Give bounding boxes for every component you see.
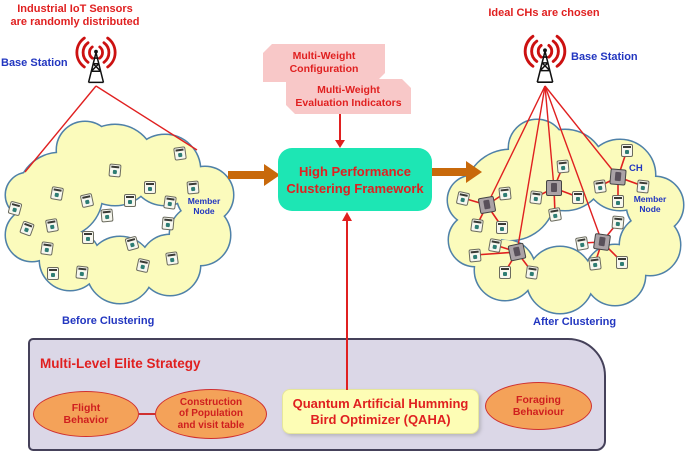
member-node-icon [487,238,503,253]
cluster-head-icon [507,242,527,262]
member-node-icon [611,215,625,230]
member-node-icon [49,186,65,201]
right-member-node-label: Member Node [633,194,667,214]
member-node-icon [588,256,602,271]
left-title: Industrial IoT Sensors are randomly dist… [10,3,140,28]
member-node-icon [124,194,136,207]
member-node-icon [82,231,94,244]
member-node-icon [525,265,539,280]
member-node-icon [574,236,590,251]
member-node-icon [75,265,89,280]
member-node-icon [47,267,59,280]
cluster-head-icon [592,232,612,252]
member-node-icon [108,163,122,178]
member-node-icon [44,218,60,233]
member-node-icon [547,207,563,222]
qaha-optimizer-box: Quantum Artificial Humming Bird Optimize… [282,389,479,434]
cluster-head-icon [546,180,562,196]
foraging-behaviour-ellipse: Foraging Behaviour [485,382,592,430]
clustering-framework-box: High Performance Clustering Framework [278,148,432,211]
base-station-antenna-icon [75,36,117,84]
member-node-icon [498,186,512,201]
member-node-icon [161,216,175,231]
left-base-station-label: Base Station [1,57,68,69]
cluster-head-icon [477,195,497,215]
member-node-icon [621,144,633,157]
after-clustering-caption: After Clustering [533,316,617,328]
member-node-icon [40,241,54,256]
left-member-node-label: Member Node [187,196,221,216]
base-station-antenna-icon [523,34,567,83]
arrowhead-down-icon [335,140,345,148]
right-title: Ideal CHs are chosen [488,7,600,19]
member-node-icon [496,221,508,234]
member-node-icon [100,208,114,223]
flight-behavior-ellipse: Flight Behavior [33,391,139,437]
multi-weight-evaluation-note: Multi-Weight Evaluation Indicators [286,79,411,114]
qaha-to-framework-line [346,221,348,390]
member-node-icon [593,179,607,194]
member-node-icon [173,146,187,161]
member-node-icon [79,192,95,209]
cluster-head-icon [609,168,627,186]
cluster-head-label: CH [629,163,643,174]
member-node-icon [468,248,482,263]
orange-arrow-right [432,161,482,183]
orange-arrow-left [228,164,280,186]
arrowhead-up-icon [342,212,352,221]
member-node-icon [616,256,628,269]
member-node-icon [163,195,177,210]
ellipse-connector-line [139,413,155,415]
before-clustering-caption: Before Clustering [62,315,155,327]
member-node-icon [636,179,650,194]
member-node-icon [612,195,624,208]
member-node-icon [470,218,484,233]
right-base-station-label: Base Station [571,51,638,63]
construction-population-ellipse: Construction of Population and visit tab… [155,389,267,439]
member-node-icon [572,191,584,204]
strategy-panel-title: Multi-Level Elite Strategy [40,356,201,371]
multi-weight-configuration-note: Multi-Weight Configuration [263,44,385,82]
member-node-icon [165,251,179,266]
member-node-icon [186,180,200,195]
member-node-icon [144,181,156,194]
member-node-icon [499,266,511,279]
member-node-icon [556,159,570,174]
notes-to-framework-line [339,114,341,141]
member-node-icon [529,190,543,205]
